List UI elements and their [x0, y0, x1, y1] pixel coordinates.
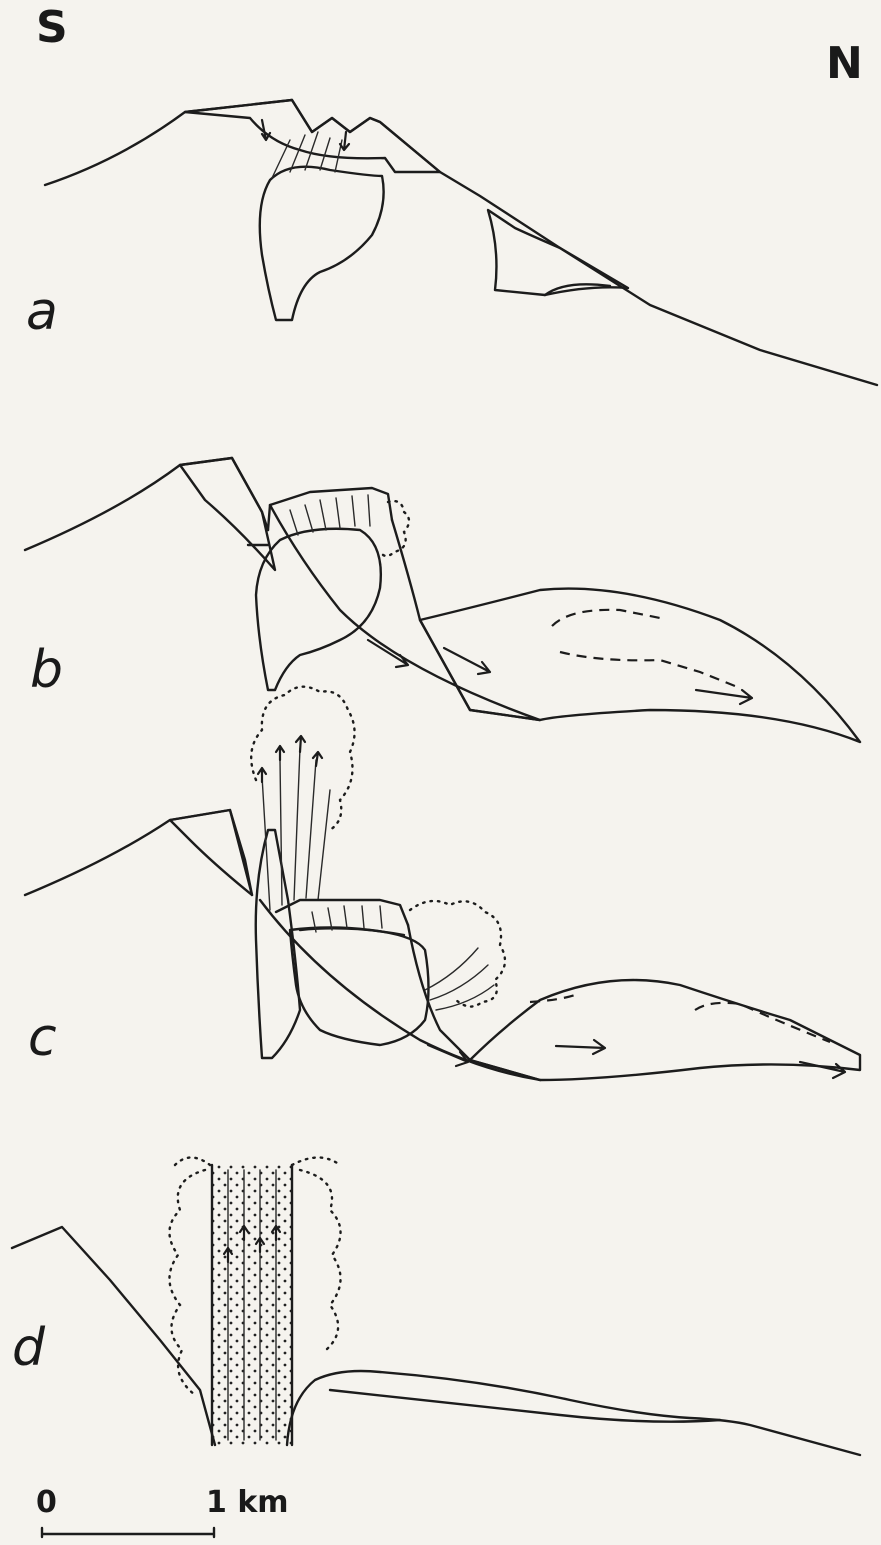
panel-a-lower-lobe	[488, 210, 628, 295]
scale-bar-end-label: 1 km	[206, 1485, 289, 1520]
panel-d-deposit-wedge	[330, 1390, 720, 1422]
panel-b-summit-block	[180, 458, 275, 570]
panel-d-section	[12, 1158, 860, 1456]
panel-c-vertical-blast	[251, 687, 354, 830]
panel-b-slide-block	[248, 505, 540, 720]
panel-c-section	[25, 687, 860, 1080]
panel-d-column-margin-left	[169, 1170, 205, 1395]
scale-bar-start-label: 0	[36, 1485, 57, 1520]
panel-c-debris-avalanche	[470, 980, 860, 1080]
panel-c-summit-block	[170, 810, 252, 895]
panel-b-cryptodome	[256, 529, 381, 690]
panel-b-ground-profile	[25, 458, 268, 550]
panel-d-column-margin-right	[300, 1170, 341, 1350]
panel-a-ground-profile	[45, 100, 877, 385]
panel-d-eruption-column	[212, 1165, 292, 1445]
panel-c-cryptodome	[290, 928, 429, 1046]
scale-bar	[42, 1528, 214, 1537]
panel-d-ground-profile	[12, 1227, 215, 1445]
panel-c-conduit	[256, 830, 300, 1058]
panel-a-section	[45, 100, 877, 385]
panel-a-cryptodome	[260, 167, 384, 320]
panel-b-section	[25, 458, 860, 742]
panel-a-summit-deposit	[185, 100, 440, 172]
panel-c-ground-profile	[25, 810, 252, 895]
